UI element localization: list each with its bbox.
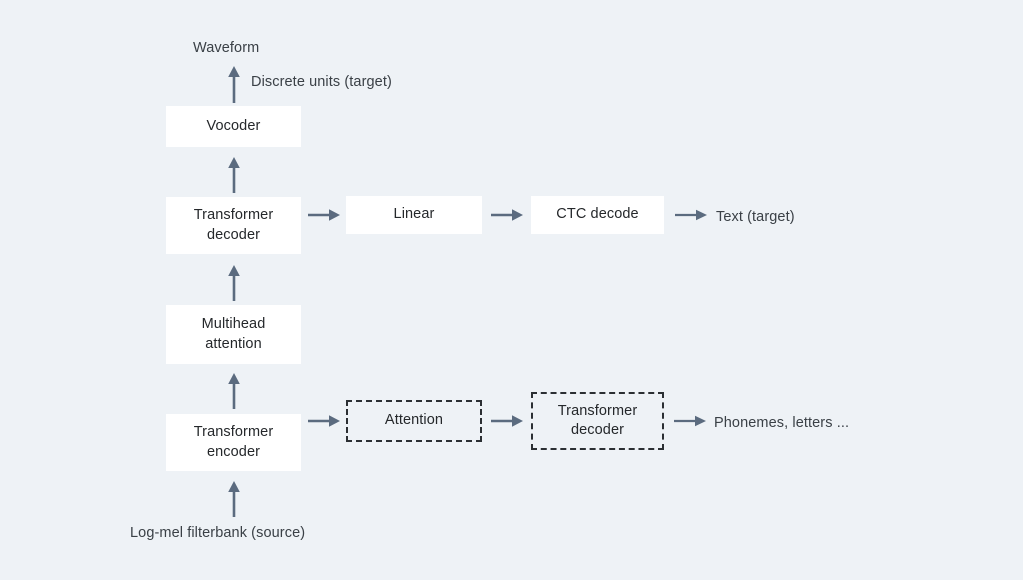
node-transformer-decoder-aux[interactable]: Transformer decoder [531, 392, 664, 450]
node-ctc-decode[interactable]: CTC decode [531, 196, 664, 234]
node-linear[interactable]: Linear [346, 196, 482, 234]
node-transformer-encoder[interactable]: Transformer encoder [166, 414, 301, 471]
node-transformer-decoder[interactable]: Transformer decoder [166, 197, 301, 254]
label-text-target: Text (target) [716, 209, 795, 225]
label-log-mel-filterbank: Log-mel filterbank (source) [130, 525, 306, 541]
arrow-logmel-to-encoder [224, 480, 244, 518]
arrow-decoder-to-vocoder [224, 156, 244, 194]
arrow-vocoder-to-waveform [224, 65, 244, 105]
arrow-aux-decoder-to-phonemes [674, 411, 707, 431]
label-waveform: Waveform [193, 40, 260, 56]
label-phonemes: Phonemes, letters ... [714, 415, 850, 431]
arrow-ctc-to-text [675, 205, 708, 225]
arrow-encoder-to-attention [308, 411, 341, 431]
node-attention[interactable]: Attention [346, 400, 482, 442]
arrow-encoder-to-multihead [224, 372, 244, 410]
arrow-multihead-to-decoder [224, 264, 244, 302]
arrow-attention-to-aux-decoder [491, 411, 524, 431]
node-multihead-attention[interactable]: Multihead attention [166, 305, 301, 364]
label-discrete-units: Discrete units (target) [251, 74, 392, 90]
arrow-decoder-to-linear [308, 205, 341, 225]
arrow-linear-to-ctc [491, 205, 524, 225]
node-vocoder[interactable]: Vocoder [166, 106, 301, 147]
